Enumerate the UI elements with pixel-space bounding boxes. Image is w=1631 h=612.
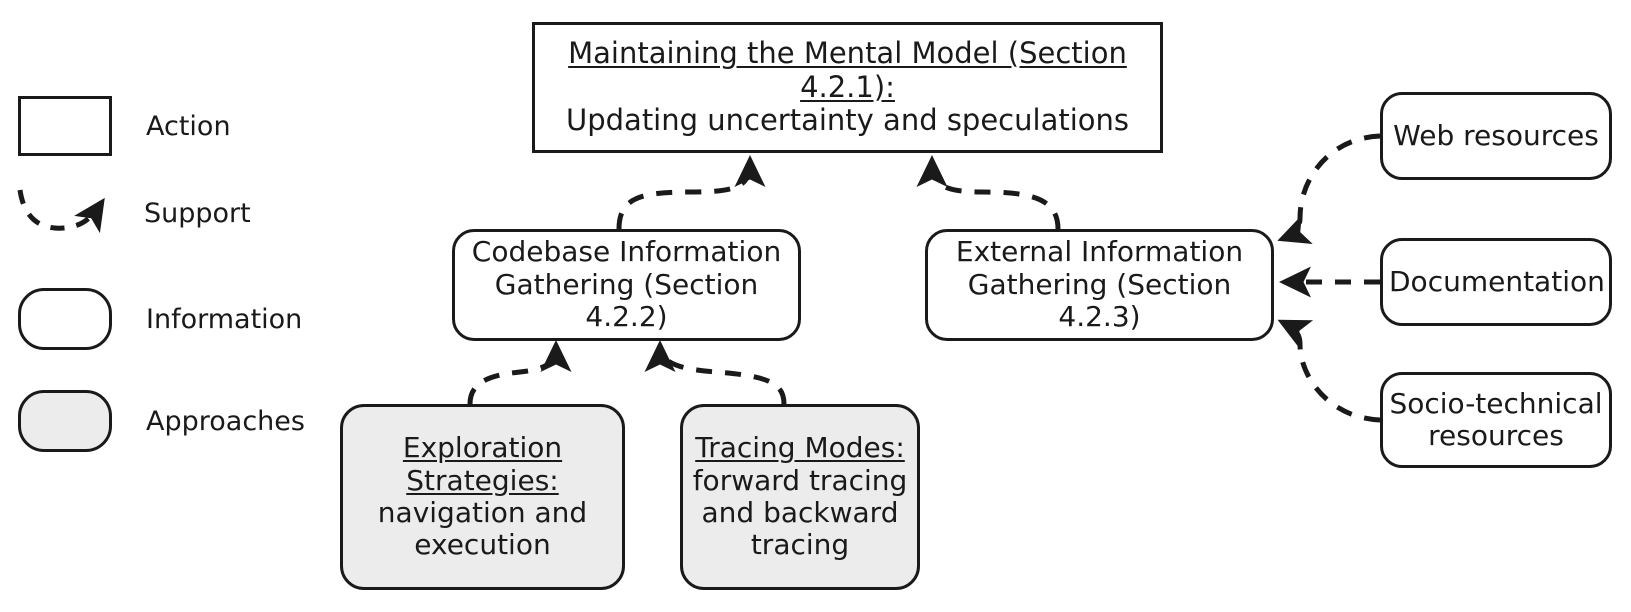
information-shape-swatch-icon (18, 288, 112, 350)
legend-label: Information (146, 303, 303, 335)
node-subtitle: Documentation (1389, 264, 1605, 298)
node-web-resources[interactable]: Web resources (1380, 92, 1612, 180)
node-external-information-gathering[interactable]: External Information Gathering (Section … (925, 229, 1274, 341)
node-subtitle: navigation and execution (377, 496, 588, 562)
node-socio-technical-resources[interactable]: Socio-technical resources (1380, 372, 1612, 468)
node-tracing-modes[interactable]: Tracing Modes: forward tracing and backw… (680, 404, 920, 590)
edge-socio-to-external (1277, 319, 1381, 423)
node-subtitle: forward tracing and backward tracing (692, 463, 908, 562)
edge-exploration-to-codebase (467, 340, 572, 405)
edge-external-to-maintaining (916, 155, 1061, 230)
action-shape-swatch-icon (18, 96, 112, 156)
legend-item-action: Action (18, 96, 231, 156)
node-title: Maintaining the Mental Model (Section 4.… (568, 36, 1127, 104)
legend-label: Support (144, 197, 251, 229)
node-documentation[interactable]: Documentation (1380, 238, 1612, 326)
legend: Action Support Information Approaches (0, 0, 330, 612)
legend-item-information: Information (18, 288, 302, 350)
legend-item-approaches: Approaches (18, 390, 305, 452)
approaches-shape-swatch-icon (18, 390, 112, 452)
node-title: Exploration Strategies: (402, 431, 563, 497)
legend-label: Action (146, 110, 231, 142)
node-title: Tracing Modes: (695, 431, 905, 465)
edge-tracing-to-codebase (644, 340, 787, 405)
edge-web-to-external (1277, 133, 1381, 245)
edge-codebase-to-maintaining (616, 155, 766, 230)
legend-item-support: Support (10, 182, 251, 244)
legend-label: Approaches (146, 405, 305, 437)
node-maintaining-the-mental-model[interactable]: Maintaining the Mental Model (Section 4.… (532, 22, 1163, 153)
node-subtitle: Updating uncertainty and speculations (566, 103, 1129, 138)
node-subtitle: Web resources (1393, 118, 1599, 152)
node-subtitle: Socio-technical resources (1389, 386, 1603, 452)
node-subtitle: External Information Gathering (Section … (955, 235, 1244, 334)
node-subtitle: Codebase Information Gathering (Section … (471, 235, 782, 334)
dashed-arrow-icon (17, 189, 105, 234)
node-codebase-information-gathering[interactable]: Codebase Information Gathering (Section … (452, 229, 801, 341)
node-exploration-strategies[interactable]: Exploration Strategies: navigation and e… (340, 404, 625, 590)
